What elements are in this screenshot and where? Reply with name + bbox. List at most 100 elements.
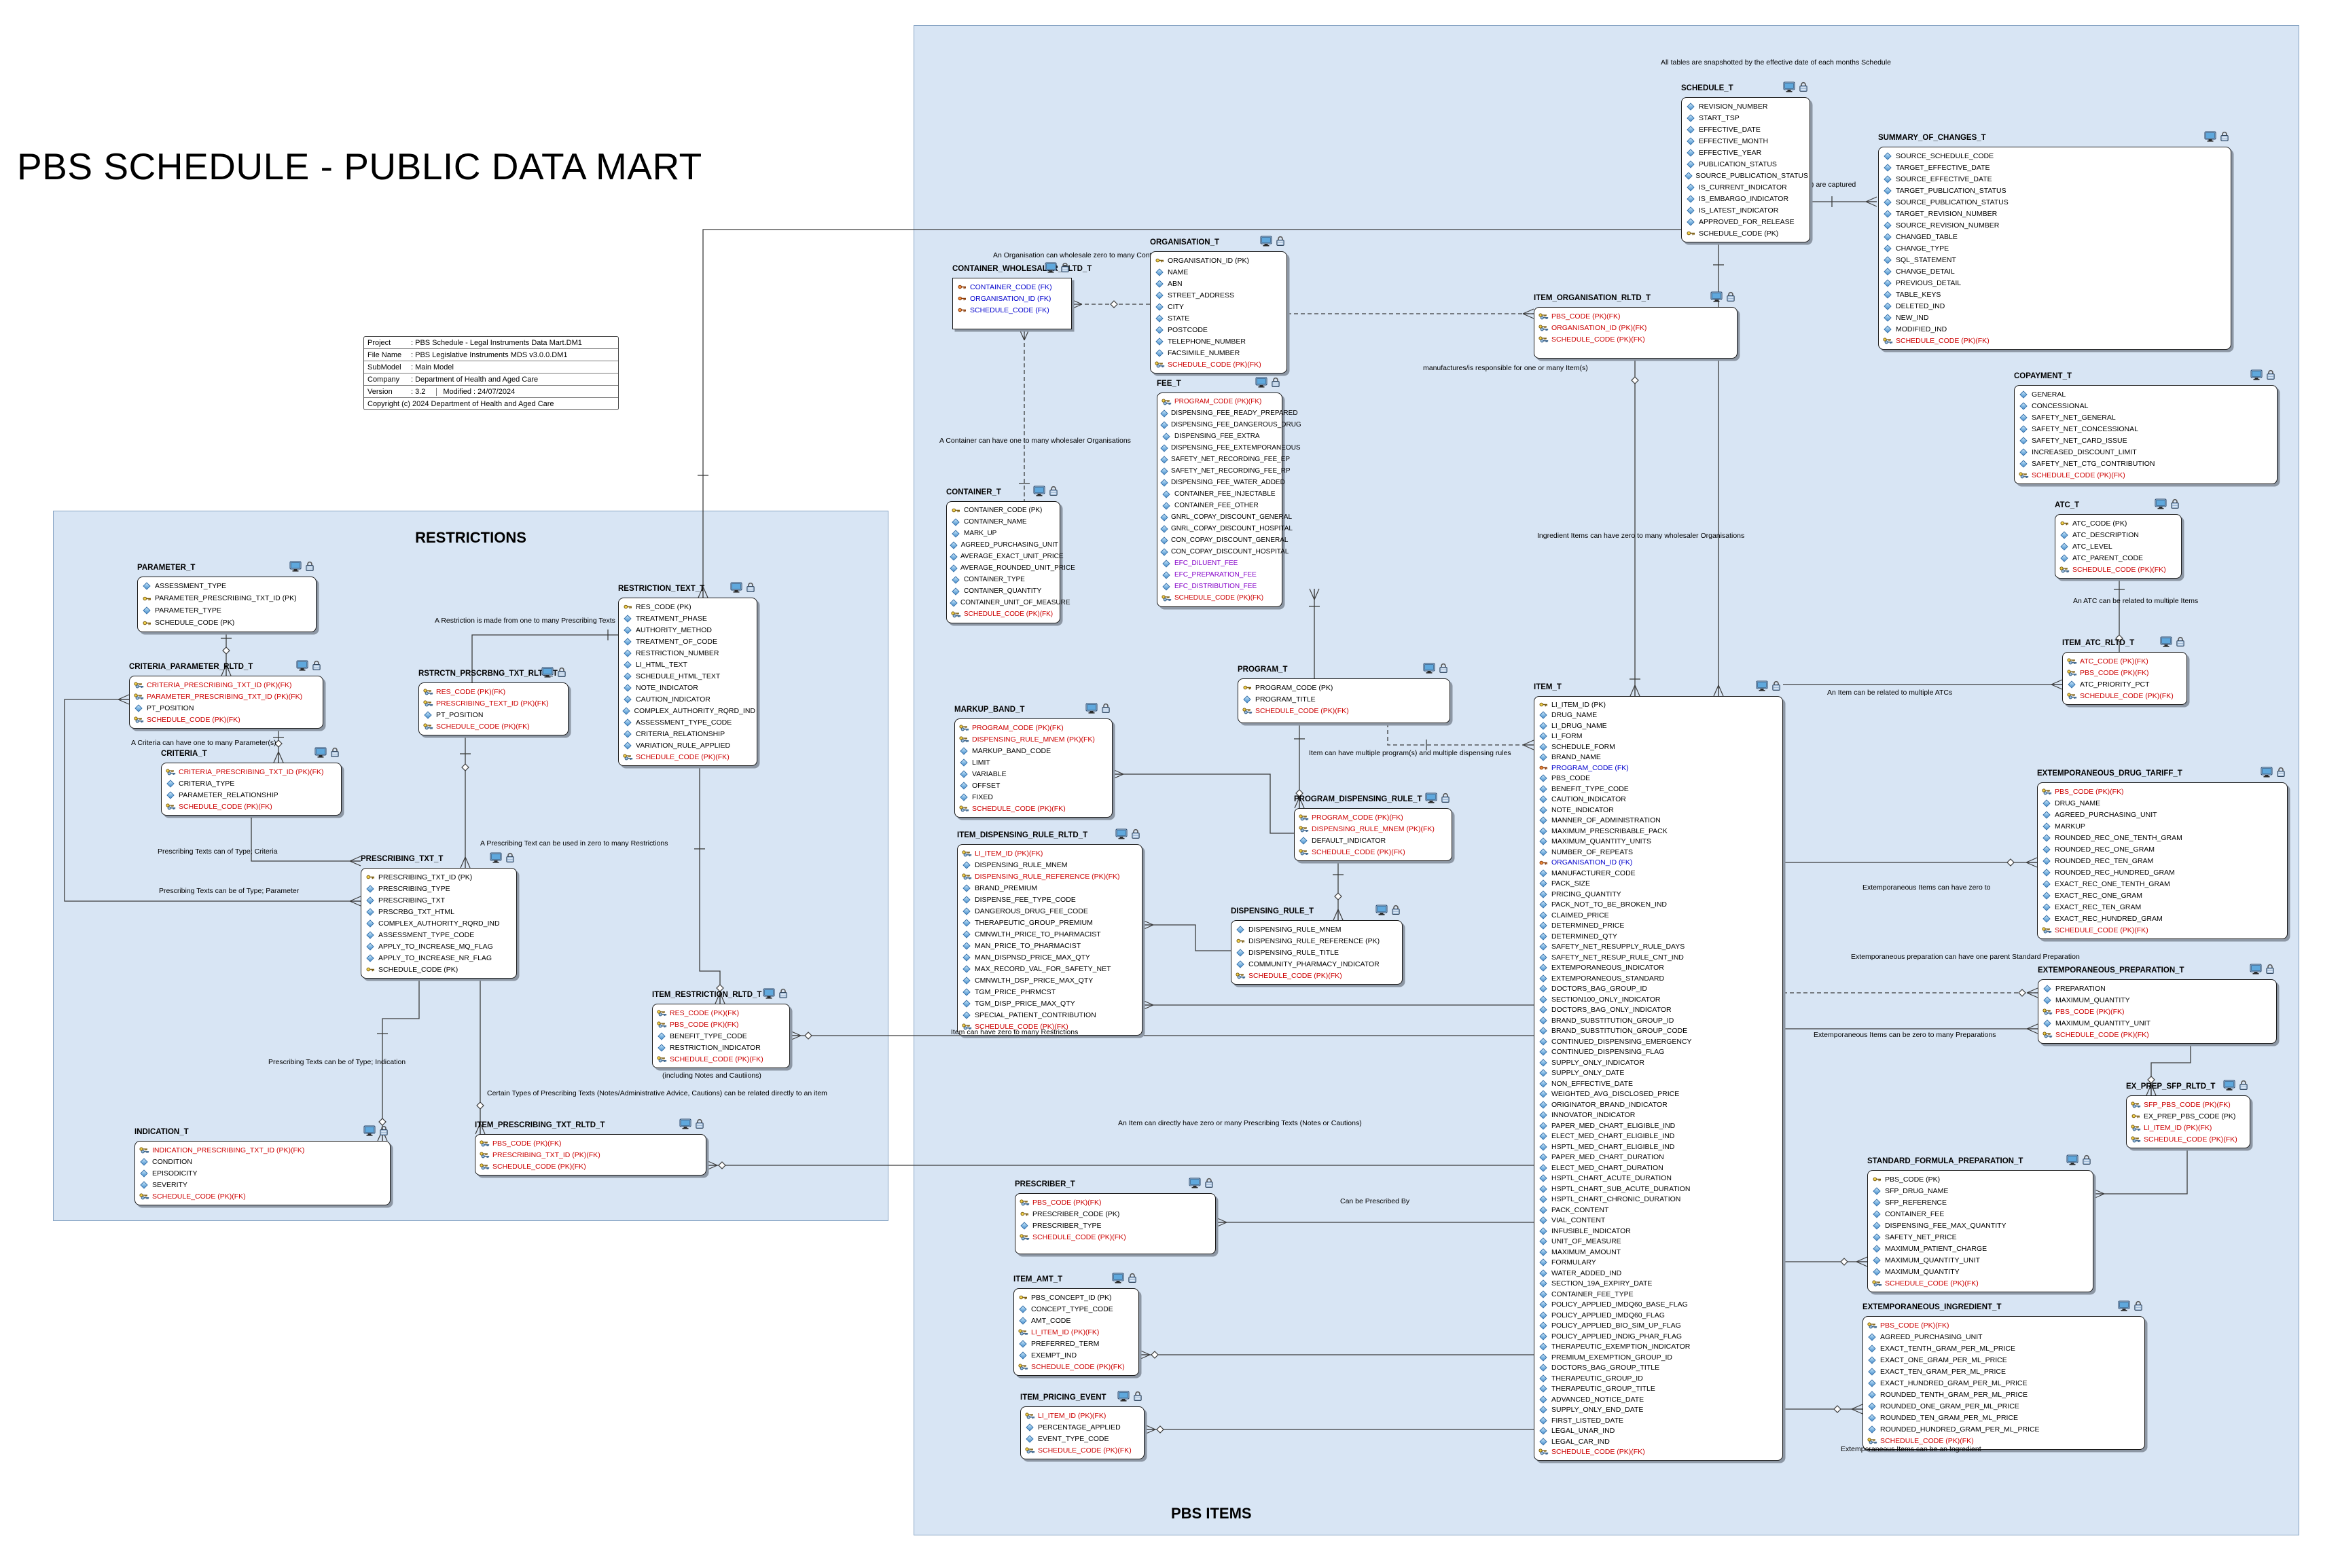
cardinality-diamond-marker: [2115, 634, 2123, 642]
field-name: EXTEMPORANEOUS_INDICATOR: [1551, 964, 1664, 972]
attribute-diamond-icon: [1882, 186, 1893, 195]
field-row: PARAMETER_TYPE: [141, 604, 314, 617]
primary-foreign-key-icon: [133, 693, 144, 701]
field-name: LI_ITEM_ID (PK)(FK): [1031, 1328, 1100, 1336]
field-name: CONTAINER_FEE_INJECTABLE: [1174, 490, 1276, 498]
field-name: MAXIMUM_QUANTITY: [2055, 996, 2130, 1004]
field-row: ATC_LEVEL: [2059, 541, 2180, 552]
field-row: SQL_STATEMENT: [1882, 254, 2229, 266]
attribute-diamond-icon: [1867, 1355, 1877, 1364]
model-info-row: Project: PBS Schedule - Legal Instrument…: [364, 337, 618, 349]
attribute-diamond-icon: [1538, 816, 1549, 824]
connector-line: [1113, 773, 1294, 834]
field-name: MAN_DISPNSD_PRICE_MAX_QTY: [975, 953, 1090, 962]
crow-foot-marker: [221, 664, 232, 676]
field-row: POLICY_APPLIED_IMDQ60_BASE_FLAG: [1538, 1300, 1781, 1311]
entity-name: CRITERIA_T: [161, 750, 207, 758]
attribute-diamond-icon: [1154, 348, 1165, 357]
field-row: IS_CURRENT_INDICATOR: [1685, 181, 1808, 193]
field-row: IS_EMBARGO_INDICATOR: [1685, 193, 1808, 204]
field-row: CONTAINER_FEE_OTHER: [1161, 500, 1280, 511]
field-row: UNIT_OF_MEASURE: [1538, 1237, 1781, 1247]
crow-foot-marker: [698, 586, 708, 598]
attribute-diamond-icon: [1871, 1267, 1882, 1276]
field-row: SCHEDULE_CODE (PK)(FK): [1024, 1444, 1142, 1456]
field-name: CONTAINER_CODE (PK): [964, 507, 1043, 514]
field-row: SCHEDULE_CODE (PK)(FK): [422, 721, 566, 732]
field-name: DISPENSE_FEE_TYPE_CODE: [975, 895, 1076, 904]
field-row: CLAIMED_PRICE: [1538, 910, 1781, 921]
field-row: COMPLEX_AUTHORITY_RQRD_IND: [622, 705, 755, 716]
field-row: SCHEDULE_CODE (PK)(FK): [2041, 924, 2286, 936]
attribute-diamond-icon: [950, 517, 961, 526]
field-name: PARAMETER_RELATIONSHIP: [179, 790, 278, 799]
field-name: SCHEDULE_CODE (PK)(FK): [972, 804, 1066, 813]
field-name: PBS_CODE: [1551, 774, 1591, 783]
field-name: MAXIMUM_QUANTITY_UNIT: [1885, 1256, 1981, 1264]
field-name: DELETED_IND: [1896, 302, 1945, 310]
field-row: EFFECTIVE_DATE: [1685, 124, 1808, 135]
field-name: PRESCRIBING_TEXT_ID (PK)(FK): [436, 699, 549, 708]
attribute-diamond-icon: [365, 884, 376, 893]
field-row: ADVANCED_NOTICE_DATE: [1538, 1394, 1781, 1405]
field-row: CRITERIA_TYPE: [165, 778, 340, 789]
attribute-diamond-icon: [961, 976, 972, 985]
attribute-diamond-icon: [1538, 943, 1549, 951]
field-row: DISPENSING_FEE_EXTRA: [1161, 431, 1280, 442]
lock-icon: [1441, 792, 1450, 805]
attribute-diamond-icon: [1538, 1290, 1549, 1298]
field-row: HSPTL_CHART_ACUTE_DURATION: [1538, 1173, 1781, 1184]
field-row: SCHEDULE_CODE (PK)(FK): [950, 608, 1058, 620]
lock-icon: [557, 667, 566, 680]
field-name: CON_COPAY_DISCOUNT_GENERAL: [1171, 536, 1289, 544]
attribute-diamond-icon: [2041, 845, 2052, 854]
field-row: SUPPLY_ONLY_DATE: [1538, 1068, 1781, 1079]
field-name: TARGET_EFFECTIVE_DATE: [1896, 163, 1990, 172]
field-row: PROGRAM_CODE (PK)(FK): [958, 722, 1111, 733]
diagram-title: PBS SCHEDULE - PUBLIC DATA MART: [17, 145, 702, 187]
field-row: EXACT_HUNDRED_GRAM_PER_ML_PRICE: [1867, 1377, 2143, 1389]
field-name: PROGRAM_CODE (PK): [1255, 683, 1333, 692]
lock-icon: [1128, 1273, 1137, 1286]
cardinality-diamond-marker: [1156, 1425, 1164, 1434]
cardinality-diamond-marker: [222, 646, 230, 655]
field-row: VARIATION_RULE_APPLIED: [622, 740, 755, 751]
field-name: NOTE_INDICATOR: [636, 683, 698, 692]
field-name: BENEFIT_TYPE_CODE: [1551, 784, 1629, 793]
pbs-items-panel-label: PBS ITEMS: [1171, 1505, 1252, 1522]
